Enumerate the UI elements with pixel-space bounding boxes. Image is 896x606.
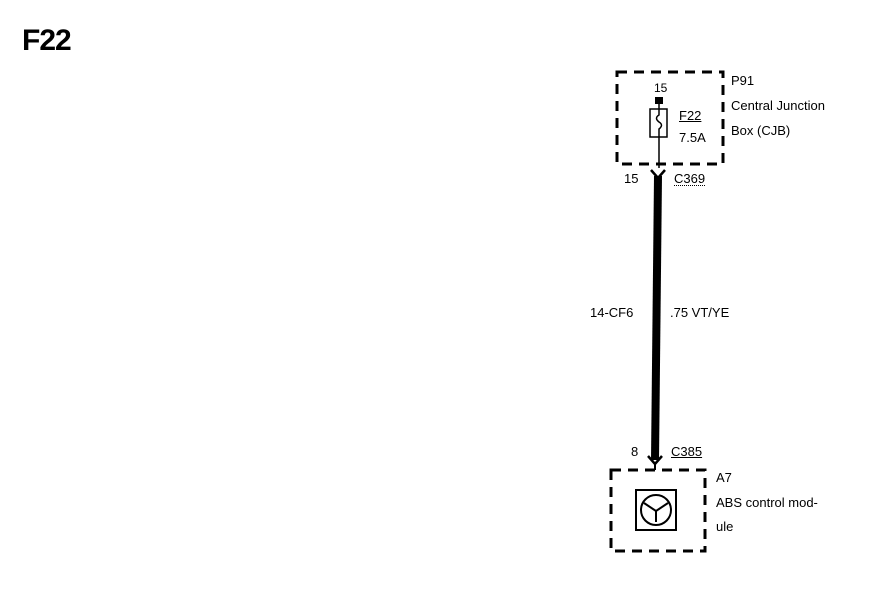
- page-title: F22: [22, 24, 72, 57]
- fuse-terminal-dot: [655, 97, 663, 104]
- module-name-line2: ule: [716, 519, 734, 534]
- fuse-icon: [649, 108, 668, 138]
- cjb-name-line1: Central Junction: [731, 98, 825, 113]
- cjb-ref-label: P91: [731, 73, 755, 88]
- connector-top-id: C369: [674, 171, 706, 186]
- wire-circuit-label: 14-CF6: [590, 305, 634, 320]
- fuse-rating-label: 7.5A: [679, 130, 706, 145]
- cjb-name-line2: Box (CJB): [731, 123, 791, 138]
- connector-bottom-pin: 8: [631, 444, 639, 459]
- module-name-line1: ABS control mod-: [716, 495, 818, 510]
- fuse-top-pin: 15: [654, 81, 668, 95]
- connector-bottom-id: C385: [671, 444, 703, 459]
- module-ref-label: A7: [716, 470, 732, 485]
- fuse-id-label: F22: [679, 108, 702, 123]
- abs-module-icon: [635, 489, 677, 531]
- cjb-box-outline: [615, 70, 725, 166]
- wire-spec-label: .75 VT/YE: [670, 305, 730, 320]
- wire-14-cf6: [651, 175, 662, 461]
- connector-top-pin: 15: [624, 171, 639, 186]
- abs-module-box-outline: [609, 468, 707, 553]
